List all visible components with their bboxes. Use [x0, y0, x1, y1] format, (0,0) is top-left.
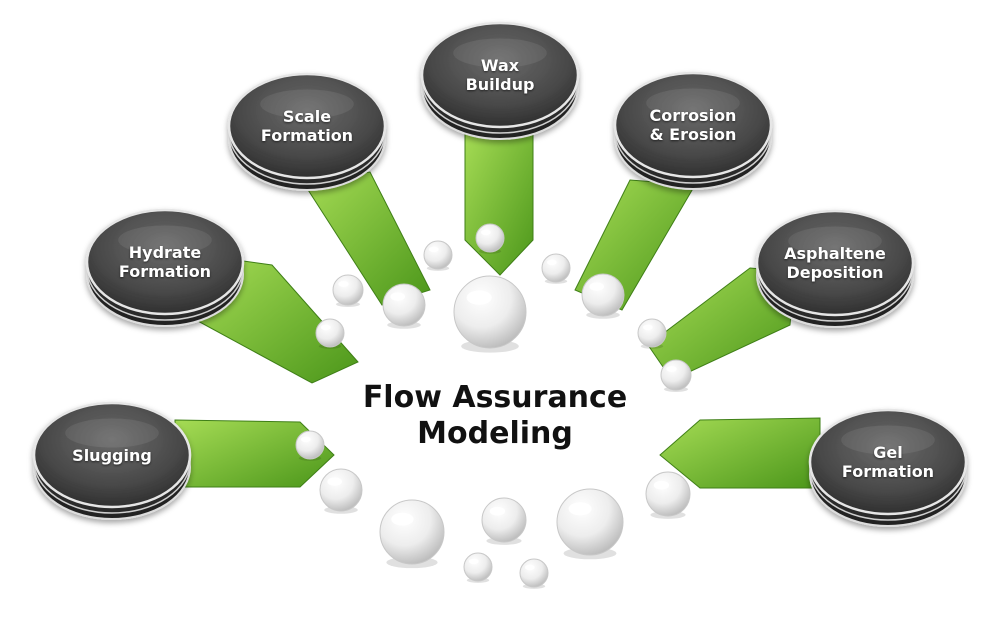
scale-formation-label-line-1: Scale [282, 107, 332, 126]
scale-formation-disc-highlight [260, 89, 354, 119]
wax-buildup-arrow [464, 129, 534, 276]
droplet [453, 275, 527, 353]
droplet [295, 430, 325, 461]
droplet [556, 488, 624, 560]
corrosion-erosion-disc-highlight [646, 88, 740, 118]
droplet [637, 318, 667, 349]
discs-layer [32, 21, 968, 527]
gel-formation-disc-highlight [841, 425, 935, 455]
hydrate-formation-disc-highlight [118, 225, 212, 255]
asphaltene-deposition-disc[interactable] [755, 209, 915, 328]
hydrate-formation-label-line-2: Formation [118, 262, 212, 281]
droplet [660, 359, 692, 392]
corrosion-erosion-label: Corrosion& Erosion [623, 106, 763, 144]
gel-formation-disc[interactable] [808, 408, 968, 527]
slugging-label: Slugging [42, 446, 182, 465]
corrosion-erosion-label-line-1: Corrosion [649, 106, 737, 125]
droplet [315, 318, 345, 349]
wax-buildup-disc[interactable] [420, 21, 580, 140]
slugging-label-line-1: Slugging [72, 445, 152, 465]
slugging-disc[interactable] [32, 401, 192, 520]
wax-buildup-label-line-2: Buildup [465, 75, 535, 94]
gel-formation-arrow [659, 417, 821, 489]
gel-formation-label-line-2: Formation [841, 462, 935, 481]
bubbles-layer [295, 223, 692, 589]
droplet [379, 499, 445, 569]
title-line-2: Modeling [417, 416, 573, 451]
asphaltene-deposition-label-line-1: Asphaltene [784, 244, 886, 263]
droplet [382, 283, 426, 329]
title-line-1: Flow Assurance [362, 380, 628, 415]
gel-formation-label-line-1: Gel [873, 443, 903, 462]
scale-formation-disc[interactable] [227, 72, 387, 191]
corrosion-erosion-disc[interactable] [613, 71, 773, 190]
droplet [519, 558, 549, 589]
droplet [481, 497, 527, 545]
droplet [423, 240, 453, 271]
wax-buildup-label-line-1: Wax [480, 56, 520, 75]
wax-buildup-disc-highlight [453, 38, 547, 68]
droplet [581, 273, 625, 319]
asphaltene-deposition-label-line-2: Deposition [786, 263, 884, 282]
corrosion-erosion-label-line-2: & Erosion [649, 125, 737, 144]
slugging-disc-highlight [65, 418, 159, 448]
hydrate-formation-label-line-1: Hydrate [128, 243, 202, 262]
droplet [332, 274, 364, 307]
hydrate-formation-disc[interactable] [85, 208, 245, 327]
droplet [645, 471, 691, 519]
droplet [319, 468, 363, 514]
asphaltene-deposition-disc-highlight [788, 226, 882, 256]
diagram-title: Flow Assurance Modeling [330, 380, 660, 452]
droplet [463, 552, 493, 583]
droplet [475, 223, 505, 254]
droplet [541, 253, 571, 284]
scale-formation-label-line-2: Formation [260, 126, 354, 145]
